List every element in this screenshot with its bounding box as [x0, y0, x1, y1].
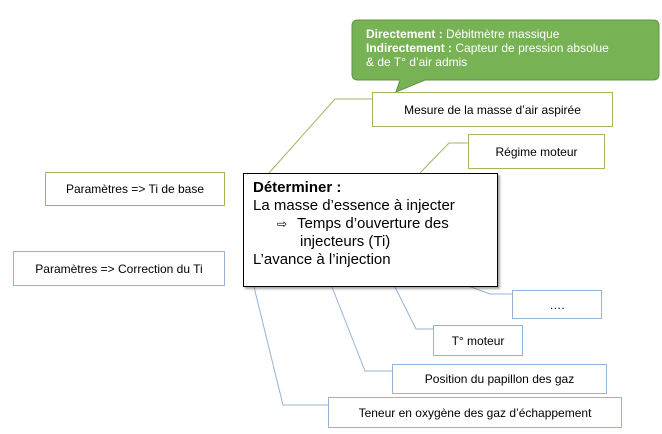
- connector-oxygene: [253, 286, 328, 406]
- callout-line-1: Directement : Débitmètre massique: [366, 27, 560, 41]
- main-title: Déterminer :: [253, 179, 342, 196]
- box-ti-base: Paramètres => Ti de base: [45, 172, 225, 206]
- main-line-4: L’avance à l’injection: [253, 251, 391, 268]
- label-masse-air: Mesure de la masse d’air aspirée: [404, 102, 581, 117]
- box-t-moteur: T° moteur: [433, 325, 523, 356]
- callout-text: Directement : Débitmètre massique Indire…: [366, 27, 656, 69]
- label-oxygene: Teneur en oxygène des gaz d’échappement: [358, 405, 592, 420]
- box-etc: ….: [512, 290, 602, 319]
- box-masse-air: Mesure de la masse d’air aspirée: [372, 92, 613, 127]
- connector-masse-air: [268, 98, 372, 174]
- connector-t-moteur: [394, 286, 433, 330]
- label-regime: Régime moteur: [495, 144, 578, 159]
- label-etc: ….: [549, 297, 565, 312]
- box-papillon: Position du papillon des gaz: [392, 364, 607, 394]
- main-line-1: La masse d’essence à injecter: [253, 197, 455, 214]
- connector-regime: [419, 142, 468, 174]
- box-regime: Régime moteur: [468, 134, 605, 169]
- label-t-moteur: T° moteur: [451, 333, 505, 348]
- label-ti-base: Paramètres => Ti de base: [65, 182, 205, 196]
- arrow-right-icon: ⇨: [277, 217, 288, 231]
- label-papillon: Position du papillon des gaz: [424, 372, 575, 386]
- box-oxygene: Teneur en oxygène des gaz d’échappement: [328, 397, 622, 428]
- label-correction-ti: Paramètres => Correction du Ti: [35, 261, 203, 276]
- main-line-2-row: ⇨ Temps d’ouverture des: [253, 215, 497, 233]
- main-line-2: Temps d’ouverture des: [297, 215, 449, 232]
- main-box: Déterminer : La masse d’essence à inject…: [243, 173, 498, 287]
- box-correction-ti: Paramètres => Correction du Ti: [13, 251, 225, 286]
- callout-line-2: Indirectement : Capteur de pression abso…: [366, 41, 609, 55]
- callout-line-3: & de T° d’air admis: [366, 55, 468, 69]
- connector-papillon: [331, 286, 392, 372]
- main-line-3: injecteurs (Ti): [300, 233, 391, 250]
